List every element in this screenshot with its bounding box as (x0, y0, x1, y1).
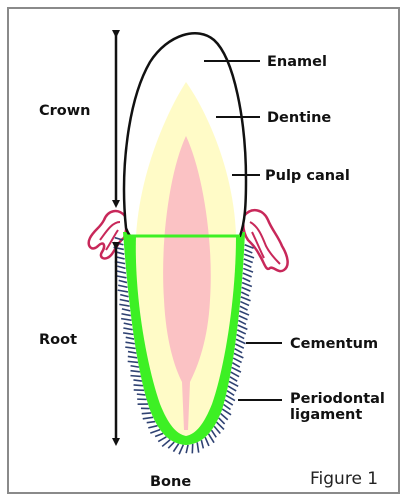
ligament-fibre (120, 295, 128, 297)
label-periodontal-line1: Periodontal (290, 391, 385, 407)
ligament-fibre (116, 276, 126, 278)
ligament-fibre (173, 444, 178, 452)
ligament-fibre (117, 271, 126, 273)
ligament-fibre (142, 413, 151, 414)
ligament-fibre (133, 380, 141, 381)
label-pulp-canal: Pulp canal (265, 168, 350, 184)
ligament-fibre (228, 386, 236, 391)
ligament-fibre (237, 330, 246, 334)
label-bone: Bone (150, 474, 191, 490)
ligament-fibre (128, 352, 136, 354)
ligament-fibre (158, 437, 166, 442)
ligament-fibre (235, 344, 243, 348)
ligament-fibre (242, 287, 251, 291)
ligament-fibre (201, 440, 203, 448)
ligament-fibre (115, 238, 123, 240)
ligament-fibre (179, 445, 183, 455)
ligament-fibre (124, 323, 132, 325)
gum-right-inner (250, 222, 280, 264)
ligament-fibre (240, 306, 248, 310)
ligament-fibre (238, 320, 246, 324)
ligament-fibre (118, 285, 127, 287)
ligament-fibre (121, 314, 130, 316)
ligament-fibre (244, 259, 253, 263)
ligament-fibre (226, 395, 235, 400)
ligament-fibre (232, 363, 239, 367)
label-enamel: Enamel (267, 54, 327, 70)
ligament-fibre (162, 440, 170, 447)
gum-left (89, 211, 127, 258)
ligament-fibre (128, 356, 137, 357)
ligament-fibre (197, 442, 198, 452)
ligament-fibre (239, 311, 249, 315)
ligament-fibre (221, 414, 228, 420)
ligament-fibre (231, 372, 239, 377)
ligament-fibre (148, 426, 157, 428)
ligament-fibre (230, 377, 237, 381)
ligament-fibre (118, 290, 128, 292)
ligament-fibre (239, 316, 248, 320)
ligament-fibre (126, 337, 134, 339)
ligament-fibre (186, 445, 188, 453)
ligament-fibre (241, 297, 251, 301)
ligament-fibre (236, 339, 246, 343)
ligament-fibre (241, 292, 249, 296)
ligament-fibre (238, 325, 248, 329)
ligament-fibre (237, 335, 245, 339)
ligament-fibre (235, 349, 242, 353)
ligament-fibre (123, 328, 132, 330)
ligament-fibre (131, 366, 139, 367)
ligament-fibre (227, 391, 234, 396)
ligament-fibre (168, 442, 174, 448)
figure-caption: Figure 1 (310, 469, 378, 489)
ligament-fibre (222, 409, 231, 415)
ligament-fibre (125, 347, 135, 348)
label-cementum: Cementum (290, 336, 378, 352)
ligament-fibre (155, 433, 163, 436)
ligament-fibre (119, 280, 127, 282)
ligament-fibre (128, 361, 138, 362)
ligament-fibre (123, 333, 133, 335)
ligament-fibre (137, 394, 146, 395)
label-dentine: Dentine (267, 110, 331, 126)
ligament-fibre (120, 300, 129, 302)
ligament-fibre (150, 430, 160, 433)
ligament-fibre (205, 437, 209, 446)
ligament-fibre (143, 417, 153, 419)
ligament-fibre (209, 434, 215, 443)
ligament-fibre (122, 309, 130, 311)
ligament-fibre (214, 426, 220, 433)
ligament-fibre (130, 371, 139, 372)
ligament-fibre (121, 319, 131, 321)
ligament-fibre (243, 273, 252, 277)
ligament-fibre (234, 353, 243, 357)
ligament-fibre (240, 302, 249, 306)
ligament-fibre (117, 266, 125, 268)
ligament-fibre (219, 418, 225, 424)
ligament-fibre (224, 405, 231, 410)
label-root: Root (39, 332, 77, 348)
ligament-fibre (232, 367, 241, 372)
ligament-fibre (243, 268, 253, 272)
ligament-fibre (130, 376, 140, 377)
ligament-fibre (233, 358, 241, 362)
ligament-fibre (243, 278, 251, 282)
ligament-fibre (229, 381, 238, 386)
ligament-fibre (114, 243, 123, 245)
label-crown: Crown (39, 103, 90, 119)
ligament-fibre (244, 249, 252, 252)
ligament-fibre (147, 422, 155, 423)
ligament-fibre (225, 400, 233, 405)
ligament-fibre (244, 264, 252, 268)
ligament-fibre (242, 283, 252, 287)
ligament-fibre (212, 430, 217, 437)
ligament-fibre (119, 304, 129, 306)
ligament-fibre (244, 254, 254, 258)
label-periodontal-line2: ligament (290, 407, 362, 423)
ligament-fibre (125, 342, 134, 344)
ligament-fibre (134, 385, 143, 386)
